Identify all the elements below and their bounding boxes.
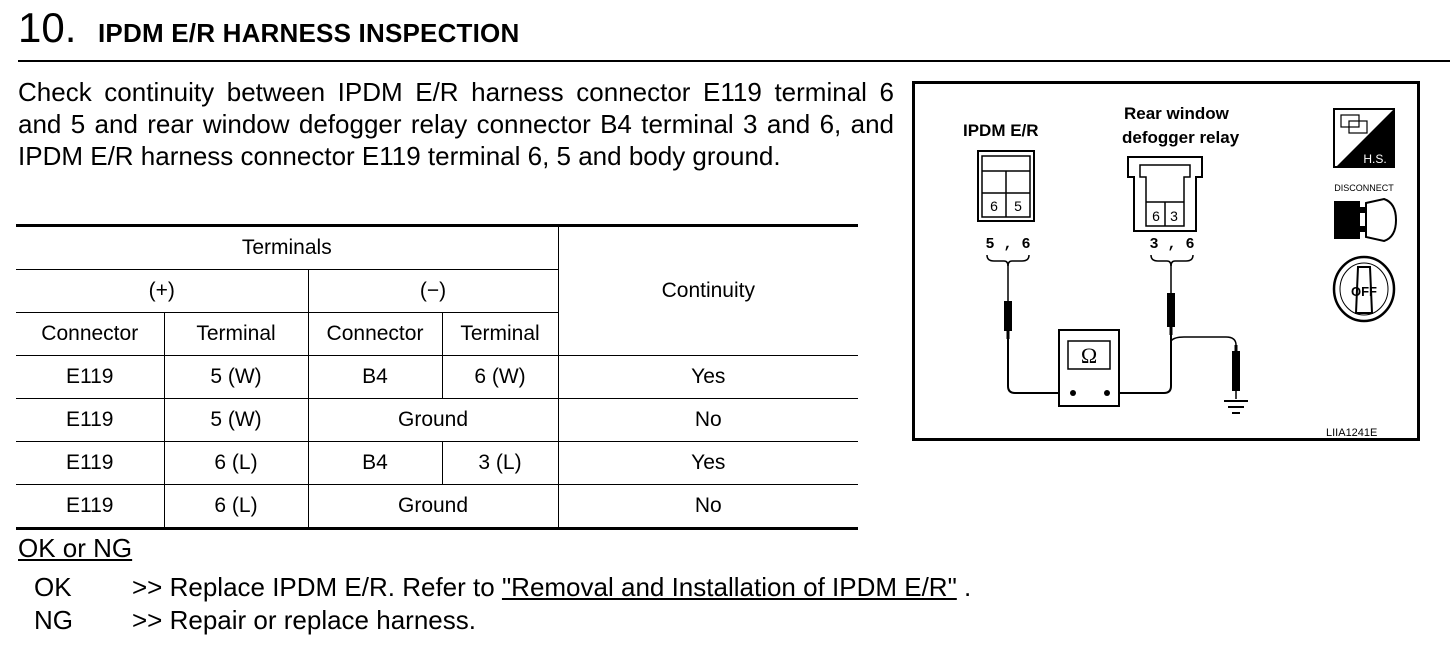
header-rule bbox=[18, 60, 1450, 62]
connector-header: Connector bbox=[307, 312, 443, 356]
step-header: 10. IPDM E/R HARNESS INSPECTION bbox=[18, 2, 1450, 60]
continuity-header: Continuity bbox=[557, 224, 859, 356]
minus-ground-cell: Ground bbox=[307, 398, 559, 442]
ipdm-lead-wire bbox=[1007, 339, 1073, 394]
minus-terminal-cell: 3 (L) bbox=[441, 441, 559, 485]
ok-text: >> Replace IPDM E/R. Refer to "Removal a… bbox=[132, 572, 971, 603]
plus-connector-cell: E119 bbox=[16, 441, 165, 485]
relay-pin-3: 3 bbox=[1170, 208, 1178, 224]
ipdm-pin-5: 5 bbox=[1014, 198, 1022, 214]
continuity-table: Terminals Continuity (+) (−) Connector T… bbox=[16, 224, 859, 530]
ok-suffix: . bbox=[956, 572, 972, 602]
ng-text: >> Repair or replace harness. bbox=[132, 605, 476, 635]
meter-terminal bbox=[1104, 390, 1110, 396]
plus-connector-cell: E119 bbox=[16, 398, 165, 442]
plus-terminal-cell: 6 (L) bbox=[163, 441, 309, 485]
instruction-text: Check continuity between IPDM E/R harnes… bbox=[18, 77, 894, 171]
relay-terminals-label: 3 , 6 bbox=[1149, 236, 1194, 253]
relay-label-line2: defogger relay bbox=[1122, 128, 1240, 147]
plus-terminal-cell: 5 (W) bbox=[163, 355, 309, 399]
minus-connector-cell: B4 bbox=[307, 441, 443, 485]
plus-terminal-cell: 6 (L) bbox=[163, 484, 309, 530]
step-number: 10. bbox=[18, 4, 77, 51]
harness-side-icon: H.S. bbox=[1333, 108, 1395, 168]
terminal-header: Terminal bbox=[163, 312, 309, 356]
table-header-row: (+) (−) bbox=[16, 269, 858, 313]
ohm-icon: Ω bbox=[1081, 343, 1097, 368]
table-row: E119 5 (W) Ground No bbox=[16, 398, 859, 442]
result-title: OK or NG bbox=[18, 533, 133, 563]
ipdm-label: IPDM E/R bbox=[963, 121, 1039, 140]
ground-probe bbox=[1232, 345, 1240, 399]
connector-header: Connector bbox=[16, 312, 165, 356]
ng-code: NG bbox=[34, 605, 73, 635]
off-label: OFF bbox=[1351, 284, 1377, 299]
continuity-cell: No bbox=[557, 398, 859, 442]
table-header-row: Connector Terminal Connector Terminal bbox=[16, 312, 858, 356]
plus-header: (+) bbox=[16, 269, 309, 313]
meter-terminal bbox=[1070, 390, 1076, 396]
minus-terminal-cell: 6 (W) bbox=[441, 355, 559, 399]
removal-installation-link[interactable]: "Removal and Installation of IPDM E/R" bbox=[501, 572, 957, 602]
wiring-diagram: IPDM E/R Rear window defogger relay 6 5 … bbox=[912, 81, 1420, 441]
page-title: IPDM E/R HARNESS INSPECTION bbox=[98, 18, 520, 48]
ignition-off-icon: OFF bbox=[1332, 255, 1396, 323]
minus-connector-cell: B4 bbox=[307, 355, 443, 399]
relay-probe bbox=[1167, 265, 1175, 335]
ok-prefix: >> Replace IPDM E/R. Refer to bbox=[132, 572, 502, 602]
plus-connector-cell: E119 bbox=[16, 484, 165, 530]
plus-terminal-cell: 5 (W) bbox=[163, 398, 309, 442]
disconnect-label: DISCONNECT bbox=[1334, 183, 1394, 193]
relay-connector bbox=[1127, 156, 1203, 232]
continuity-cell: Yes bbox=[557, 441, 859, 485]
ipdm-connector bbox=[977, 150, 1035, 222]
minus-ground-cell: Ground bbox=[307, 484, 559, 530]
ipdm-pin-6: 6 bbox=[990, 198, 998, 214]
ok-code: OK bbox=[34, 572, 72, 602]
ground-lead-wire bbox=[1170, 336, 1237, 346]
figure-code: LIIA1241E bbox=[1326, 427, 1377, 439]
table-row: E119 6 (L) Ground No bbox=[16, 484, 859, 530]
minus-header: (−) bbox=[307, 269, 559, 313]
ipdm-terminals-label: 5 , 6 bbox=[985, 236, 1030, 253]
disconnect-icon bbox=[1334, 197, 1398, 243]
continuity-cell: No bbox=[557, 484, 859, 530]
hs-label: H.S. bbox=[1363, 152, 1386, 166]
relay-lead-wire bbox=[1107, 335, 1172, 394]
ipdm-probe bbox=[1004, 265, 1012, 339]
plus-connector-cell: E119 bbox=[16, 355, 165, 399]
relay-pin-6: 6 bbox=[1152, 208, 1160, 224]
table-row: E119 6 (L) B4 3 (L) Yes bbox=[16, 441, 859, 485]
table-row: E119 5 (W) B4 6 (W) Yes bbox=[16, 355, 859, 399]
terminals-header: Terminals bbox=[16, 224, 559, 270]
table-header-row: Terminals Continuity bbox=[16, 224, 859, 356]
terminal-header: Terminal bbox=[441, 312, 559, 356]
ohmmeter: Ω bbox=[1058, 329, 1120, 407]
continuity-cell: Yes bbox=[557, 355, 859, 399]
relay-label-line1: Rear window bbox=[1124, 104, 1230, 123]
ground-symbol bbox=[1224, 400, 1248, 414]
